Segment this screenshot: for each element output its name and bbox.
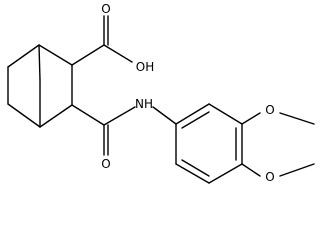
carboxylic-acid-group xyxy=(71,15,133,66)
amide-group xyxy=(71,104,177,156)
amide-oxygen-label: O xyxy=(101,157,110,171)
methoxy-oxygen-bottom-label: O xyxy=(265,170,274,184)
methoxy-oxygen-top-label: O xyxy=(265,103,274,117)
carbonyl-oxygen-label: O xyxy=(101,2,110,16)
structure-diagram: O OH NH O O O xyxy=(7,2,315,184)
bicyclooctane-cage xyxy=(7,44,73,128)
hydroxyl-label: OH xyxy=(136,60,154,74)
methoxy-groups xyxy=(241,112,315,177)
amide-nh-label: NH xyxy=(135,97,153,111)
phenyl-ring xyxy=(175,103,243,184)
molecule-drawing: O OH NH O O O xyxy=(7,2,315,184)
